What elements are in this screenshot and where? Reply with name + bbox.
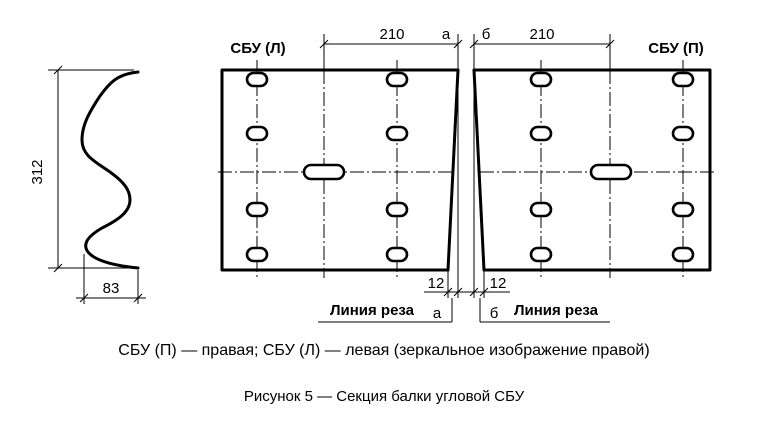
cut-mark-a-bottom: а bbox=[433, 305, 442, 322]
profile-depth-dimension: 83 bbox=[103, 280, 120, 297]
cut-mark-b-bottom: б bbox=[490, 305, 499, 322]
right-plate-width-dimension: 210 bbox=[529, 26, 554, 43]
w-beam-profile-outline bbox=[80, 70, 140, 270]
right-plate-hole bbox=[529, 201, 553, 218]
left-plate-hole bbox=[385, 246, 409, 263]
left-section-label: СБУ (Л) bbox=[230, 40, 285, 57]
cut-mark-a-top: а bbox=[442, 26, 451, 43]
figure-caption: Рисунок 5 — Секция балки угловой СБУ bbox=[243, 388, 525, 405]
right-plate-view: 210 б СБУ (П) 12 б Линия реза bbox=[466, 26, 716, 323]
right-plate-hole bbox=[529, 125, 553, 142]
left-cut-offset-dimension: 12 bbox=[428, 275, 445, 292]
left-plate-long-slot bbox=[302, 163, 346, 181]
left-plate-hole bbox=[385, 71, 409, 88]
left-plate-hole bbox=[245, 71, 269, 88]
left-plate-hole bbox=[245, 246, 269, 263]
right-plate-hole bbox=[671, 201, 695, 218]
left-plate-view: 210 а СБУ (Л) 12 Линия реза а bbox=[218, 26, 468, 323]
cut-mark-b-top: б bbox=[482, 26, 491, 43]
left-plate-width-dimension: 210 bbox=[379, 26, 404, 43]
left-plate-hole bbox=[245, 201, 269, 218]
right-plate-hole bbox=[529, 246, 553, 263]
right-plate-outline bbox=[472, 68, 712, 272]
left-plate-hole bbox=[385, 201, 409, 218]
profile-height-dimension: 312 bbox=[29, 159, 46, 184]
beam-profile-view: 312 83 bbox=[29, 65, 146, 304]
right-plate-hole bbox=[671, 246, 695, 263]
right-plate-hole bbox=[671, 125, 695, 142]
right-cut-offset-dimension: 12 bbox=[490, 275, 507, 292]
right-plate-hole bbox=[529, 71, 553, 88]
figure-note: СБУ (П) — правая; СБУ (Л) — левая (зерка… bbox=[118, 342, 650, 359]
left-plate-hole bbox=[245, 125, 269, 142]
right-cut-line-label: Линия реза bbox=[514, 302, 599, 319]
left-plate-hole bbox=[385, 125, 409, 142]
right-section-label: СБУ (П) bbox=[648, 40, 704, 57]
left-cut-line-label: Линия реза bbox=[330, 302, 415, 319]
right-plate-long-slot bbox=[589, 163, 633, 181]
right-plate-hole bbox=[671, 71, 695, 88]
